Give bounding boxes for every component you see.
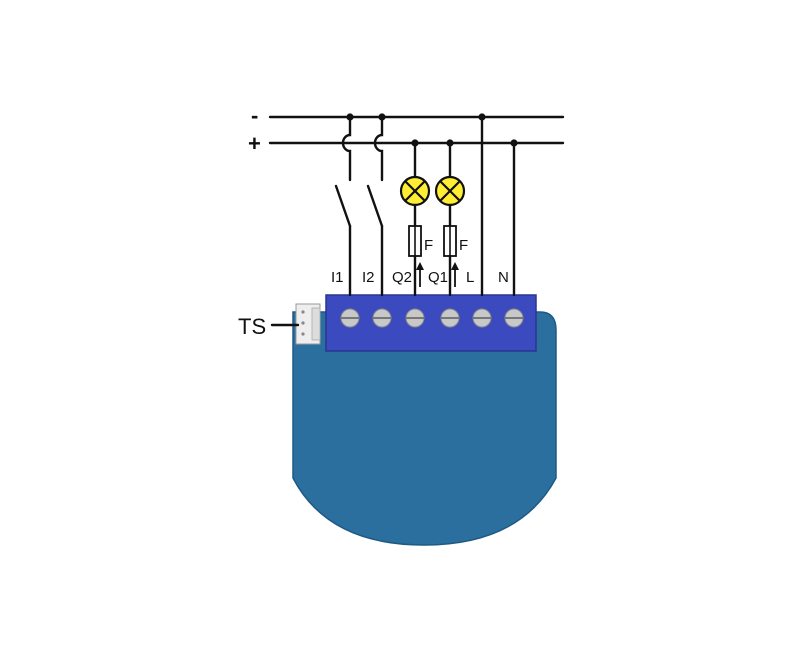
arrow-q1 [451,262,459,287]
switch-i2 [366,184,384,228]
terminal-label-n: N [498,269,509,286]
plus-rail-label: + [248,131,261,156]
terminal-label-q1: Q1 [428,269,448,286]
screw-q2 [405,308,425,328]
module-body [292,311,557,546]
arrow-q2 [416,262,424,287]
terminal-label-q2: Q2 [392,269,412,286]
fuse-q2-label: F [424,237,433,254]
sensor-label: TS [238,314,266,339]
junction-dots [346,113,518,147]
screw-l [472,308,492,328]
lamp-q2 [399,175,431,207]
terminal-block [325,294,537,352]
terminal-label-i2: I2 [362,269,375,286]
minus-rail-label: - [251,103,258,128]
terminal-label-i1: I1 [331,269,344,286]
screw-i1 [340,308,360,328]
fuse-q1-label: F [459,237,468,254]
terminal-screws [340,308,524,328]
sensor-connector [295,303,321,345]
screw-i2 [372,308,392,328]
wire-i2 [373,115,384,182]
terminal-label-l: L [466,269,474,286]
switch-i1 [334,184,352,228]
screw-n [504,308,524,328]
lamp-q1 [434,175,466,207]
screw-q1 [440,308,460,328]
wire-i1 [341,115,352,182]
